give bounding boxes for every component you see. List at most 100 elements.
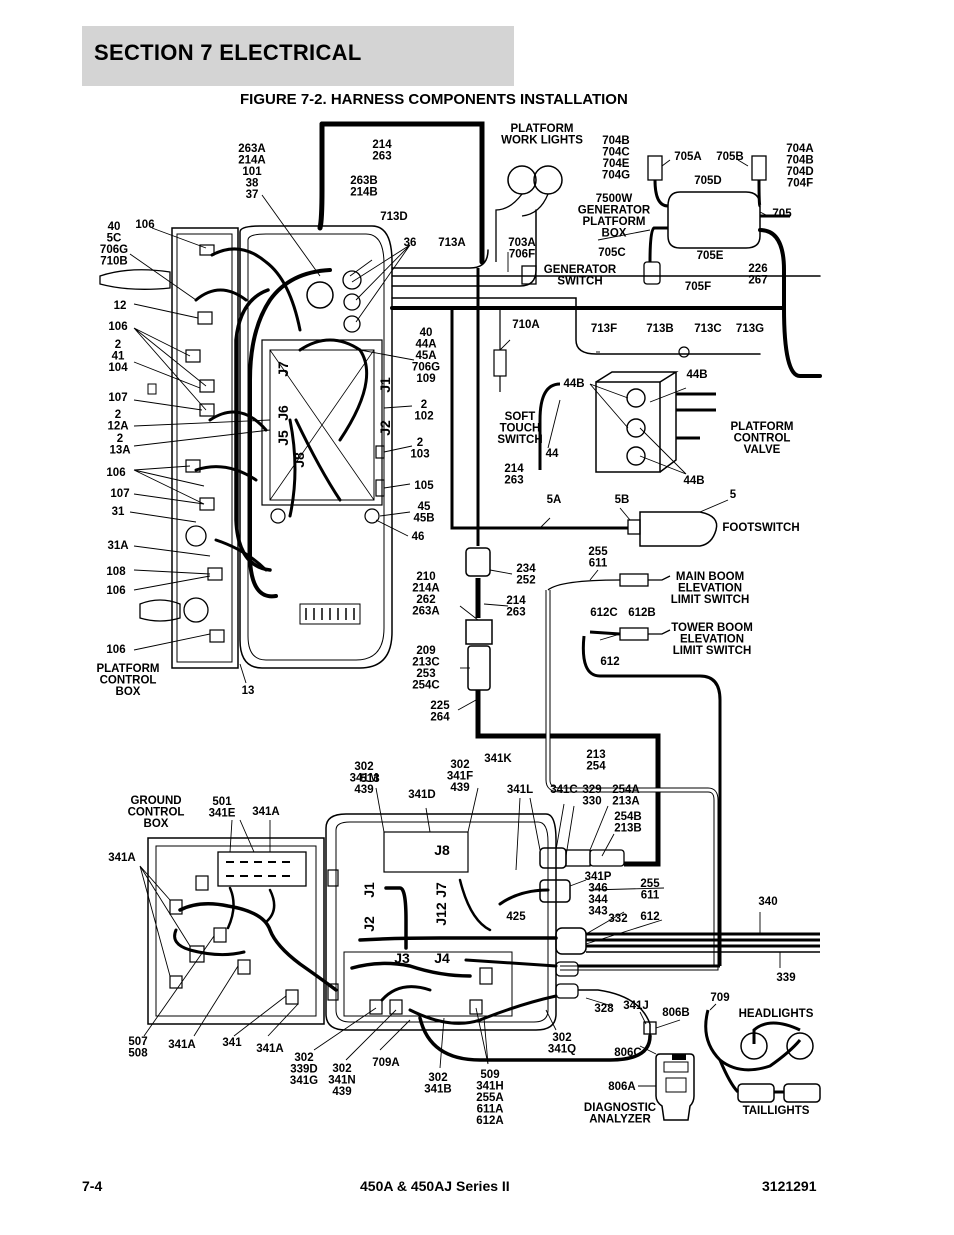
wire-label-w709: 709 <box>710 992 729 1004</box>
wire-label-w713f: 713F <box>591 323 617 335</box>
ground-connector-label: J7 <box>433 882 449 898</box>
wire-label-w107-a: 107 <box>108 392 127 404</box>
headlights-and-taillights <box>704 1009 821 1103</box>
ground-connector-label: J2 <box>361 916 377 932</box>
wire-label-w107-b: 107 <box>110 488 129 500</box>
wire-label-w713b: 713B <box>646 323 674 335</box>
footer-model: 450A & 450AJ Series II <box>360 1178 510 1194</box>
platform-connector-label: J6 <box>275 405 291 421</box>
wire-label-w340: 340 <box>758 896 777 908</box>
wire-label-w106-c: 106 <box>106 467 125 479</box>
wire-label-w710a: 710A <box>512 319 540 331</box>
wire-label-w705c: 705C <box>598 247 626 259</box>
wire-label-w108: 108 <box>106 566 126 578</box>
wire-label-w106-d: 106 <box>106 585 125 597</box>
wire-label-w341a-left: 341A <box>108 852 136 864</box>
figure-title: FIGURE 7-2. HARNESS COMPONENTS INSTALLAT… <box>240 91 628 108</box>
wire-label-w705d: 705D <box>694 175 722 187</box>
wire-label-w12: 12 <box>114 300 127 312</box>
platform-connector-label: J5 <box>275 430 291 446</box>
wire-label-w705f: 705F <box>685 281 711 293</box>
ground-connector-label: J3 <box>394 950 410 966</box>
main-harness-center <box>465 268 722 971</box>
ground-connector-label: J1 <box>361 882 377 898</box>
callout-headlights: HEADLIGHTS <box>739 1008 814 1020</box>
wire-label-w341l: 341L <box>507 784 533 796</box>
wire-label-w339: 339 <box>776 972 795 984</box>
wire-label-w612-top: 612 <box>600 656 619 668</box>
wire-label-w713a: 713A <box>438 237 466 249</box>
section-header-bar <box>82 26 514 86</box>
wire-label-w612b: 612B <box>628 607 656 619</box>
wire-label-w341d: 341D <box>408 789 436 801</box>
platform-control-valve <box>450 310 718 547</box>
diagnostic-analyzer <box>655 1053 695 1121</box>
platform-control-box <box>99 225 393 669</box>
wire-label-w106-e: 106 <box>106 644 125 656</box>
wire-label-w31a: 31A <box>107 540 128 552</box>
chassis-cable-bundle <box>578 932 820 1036</box>
callout-leaders <box>129 159 781 1087</box>
wire-label-w341: 341 <box>222 1037 242 1049</box>
wire-label-w341a-b2: 341A <box>256 1043 284 1055</box>
wire-label-w713g: 713G <box>736 323 764 335</box>
wire-label-w44b-c: 44B <box>683 475 704 487</box>
wire-label-w106-top: 106 <box>135 219 154 231</box>
wire-label-w44: 44 <box>546 448 559 460</box>
wire-label-w13: 13 <box>242 685 255 697</box>
wire-label-w705: 705 <box>772 208 792 220</box>
platform-connector-label: J7 <box>275 361 291 377</box>
wire-label-w425: 425 <box>506 911 526 923</box>
wire-label-w341a-b1: 341A <box>168 1039 196 1051</box>
wire-label-w341c: 341C <box>550 784 578 796</box>
wire-label-w31: 31 <box>112 506 125 518</box>
callout-taillights: TAILLIGHTS <box>743 1105 810 1117</box>
ground-connector-label: J8 <box>434 842 450 858</box>
wire-label-w709a: 709A <box>372 1057 400 1069</box>
wire-label-w5: 5 <box>730 489 737 501</box>
wire-label-w612-low: 612 <box>640 911 659 923</box>
platform-connector-label: J8 <box>291 452 307 468</box>
wire-label-w332: 332 <box>608 913 627 925</box>
wire-label-w105: 105 <box>414 480 434 492</box>
